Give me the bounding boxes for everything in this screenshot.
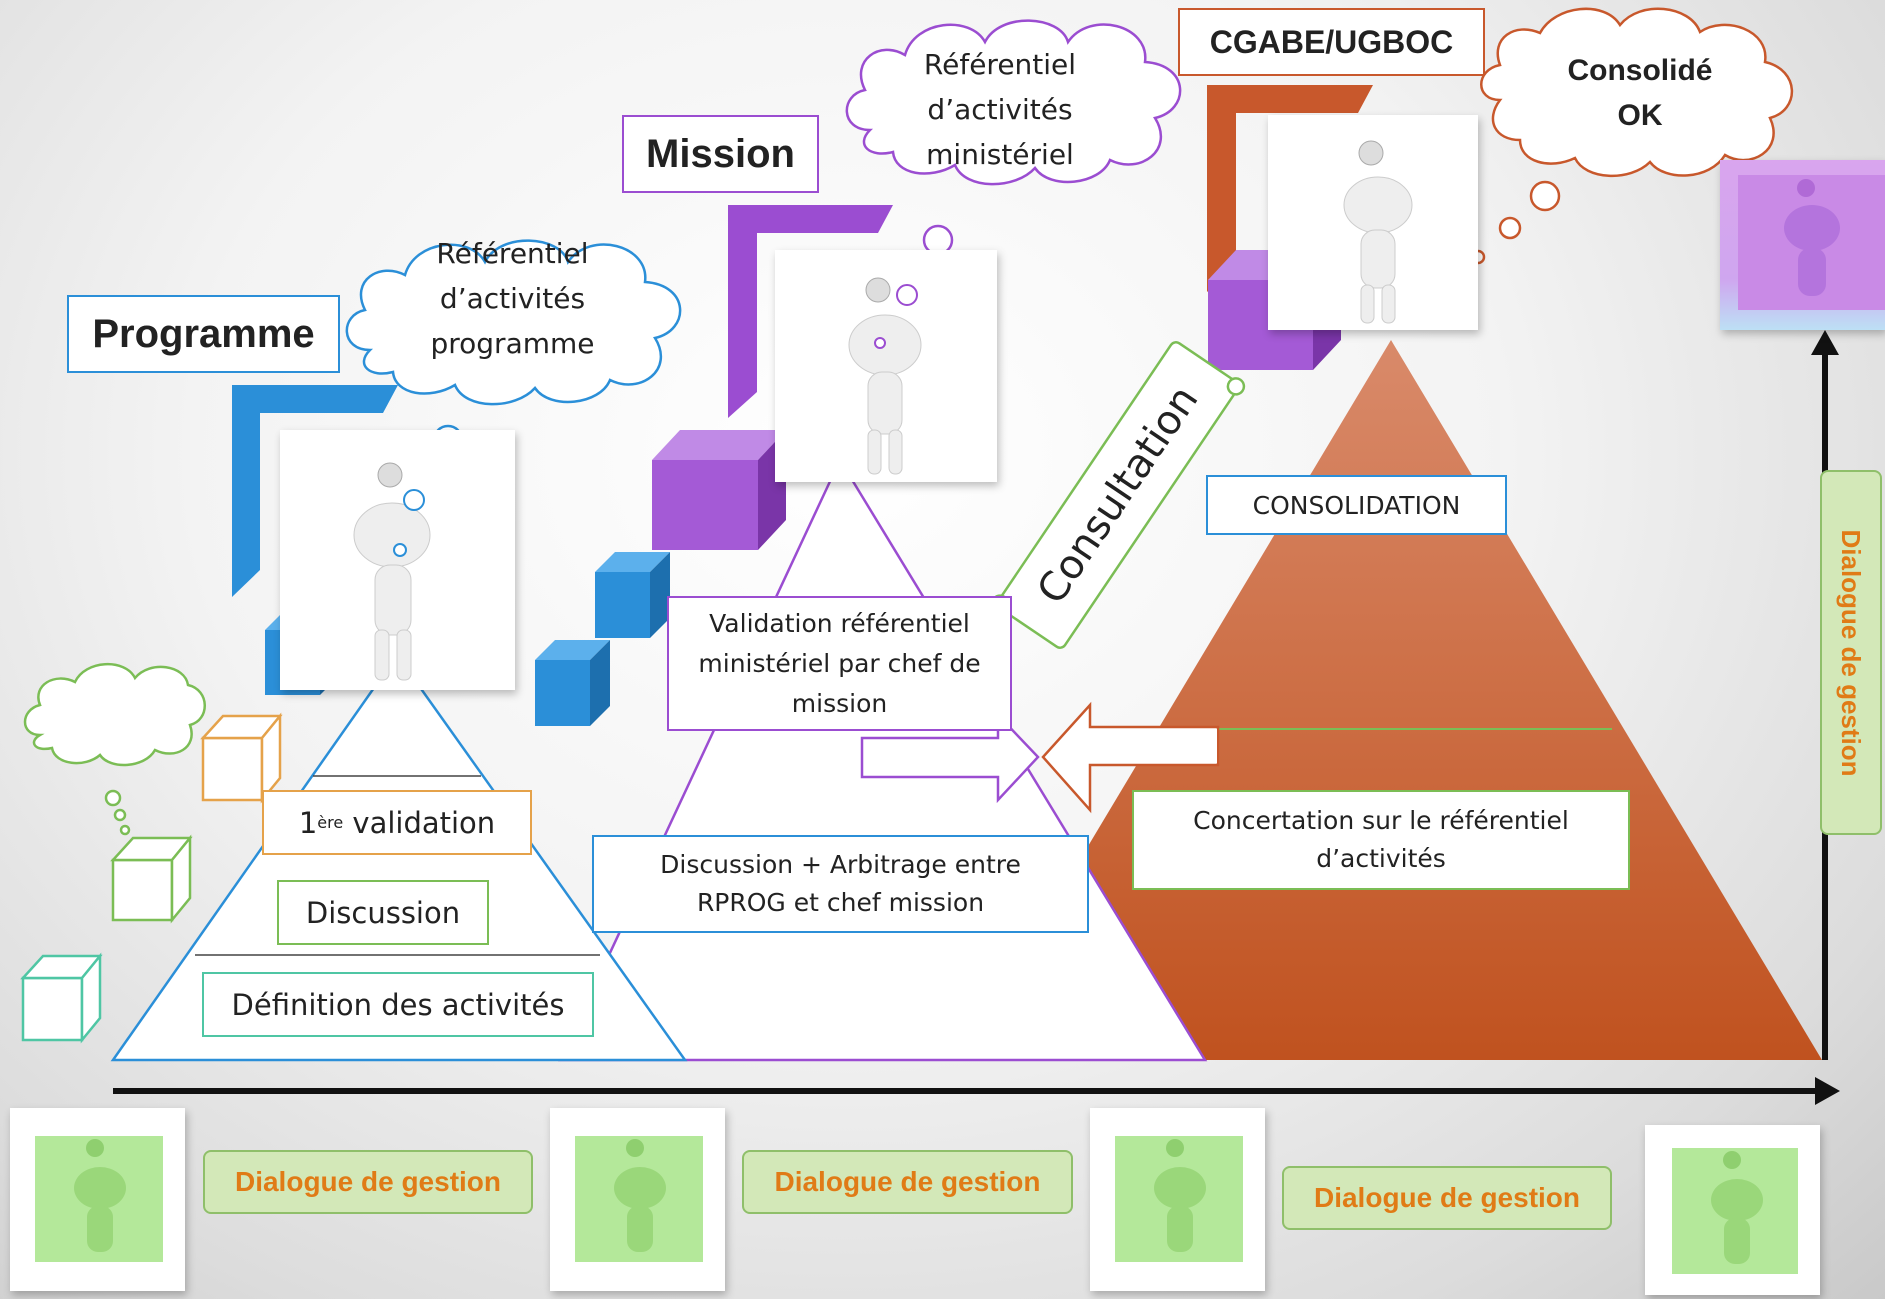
definition-label: Définition des activités [202,972,594,1037]
thinking-person-icon [1343,140,1413,324]
programme-title: Programme [67,295,340,373]
mission-title: Mission [622,115,819,193]
programme-character-photo [280,430,515,690]
vertical-dialogue-label: Dialogue de gestion [1820,470,1882,835]
thinking-person-icon [353,462,431,681]
blue-cube-3 [535,640,610,726]
blue-cube-2 [595,552,670,638]
vertical-axis-arrowhead [1811,330,1839,355]
cgabe-character-photo [1268,115,1478,330]
mission-bracket [728,205,893,418]
green-outline-cube [110,834,193,924]
mission-character-photo [775,250,997,482]
ministerial-validation-label: Validation référentiel ministériel par c… [667,596,1012,731]
consultation-scroll [990,341,1246,649]
consolidation-label: CONSOLIDATION [1206,475,1507,535]
programme-cloud [345,239,682,406]
thinking-person-icon [1738,175,1885,310]
ministeriel-cloud [845,19,1182,186]
dialogue-character-photo-4 [1645,1125,1820,1295]
discussion-label: Discussion [277,880,489,945]
dialogue-label-1: Dialogue de gestion [203,1150,533,1214]
cgabe-title: CGABE/UGBOC [1178,8,1485,76]
horizontal-axis-arrowhead [1815,1077,1840,1105]
thinking-person-icon [1672,1148,1798,1274]
dialogue-label-2: Dialogue de gestion [742,1150,1073,1214]
right-arrow [860,711,1040,804]
dialogue-character-photo-1 [10,1108,185,1291]
purple-cube-1 [652,430,786,550]
empty-cloud [23,663,206,767]
thinking-person-icon [35,1136,163,1262]
thinking-person-icon [1115,1136,1243,1262]
dialogue-label-3: Dialogue de gestion [1282,1166,1612,1230]
teal-outline-cube [20,952,103,1044]
arbitrage-label: Discussion + Arbitrage entre RPROG et ch… [592,835,1089,933]
final-character-photo [1720,160,1885,330]
dialogue-character-photo-2 [550,1108,725,1291]
thinking-person-icon [575,1136,703,1262]
programme-bracket [232,385,398,597]
programme-pyramid [110,652,688,1062]
orange-outline-cube [200,712,283,804]
thinking-person-icon [848,277,922,475]
consolide-cloud [1480,7,1794,177]
concertation-label: Concertation sur le référentiel d’activi… [1132,790,1630,890]
dialogue-character-photo-3 [1090,1108,1265,1291]
